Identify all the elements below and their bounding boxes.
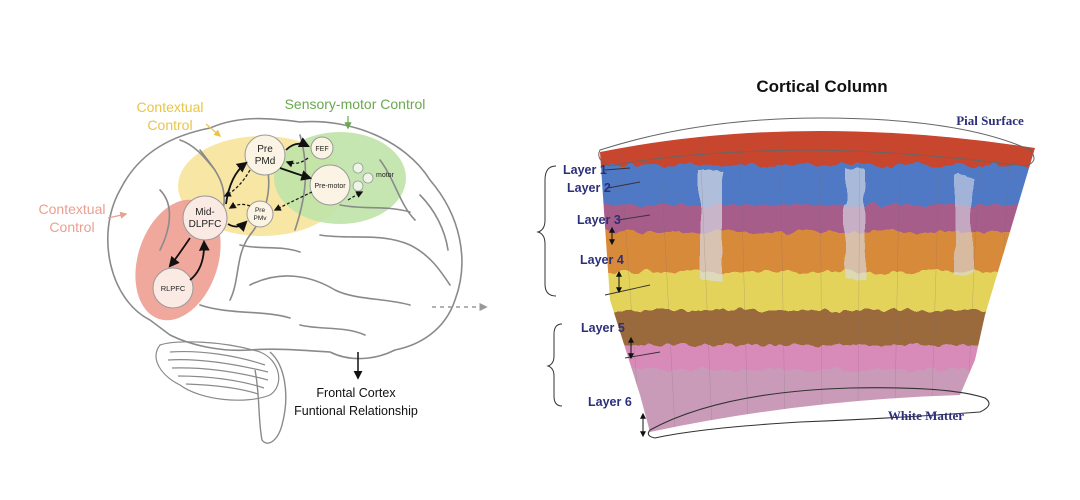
- brainstem: [254, 351, 287, 444]
- connection-arrows: [168, 137, 364, 281]
- node-pre-pmd: Pre PMd: [244, 134, 286, 176]
- node-rlpfc: RLPFC: [152, 267, 194, 309]
- white-matter-disc: [647, 387, 990, 439]
- label-contextual-left-line2: Control: [49, 219, 94, 235]
- layer-4-label: Layer 4: [580, 253, 624, 267]
- arrow-contextual-left: [107, 211, 128, 219]
- layer-1-label: Layer 1: [563, 163, 607, 177]
- node-premotor-label: Pre-motor: [314, 183, 346, 190]
- brace-lower-layers: [546, 323, 563, 407]
- cortical-column-figure: Cortical Column: [536, 77, 1035, 439]
- layer-3-label: Layer 3: [577, 213, 621, 227]
- node-pre-pmv-line2: PMv: [254, 215, 268, 222]
- node-fef-label: FEF: [315, 146, 328, 153]
- layer-thickness-arrows: [609, 226, 646, 438]
- node-fef: FEF: [310, 136, 334, 160]
- node-pre-pmv-line1: Pre: [255, 207, 266, 214]
- node-mid-dlpfc-line1: Mid-: [195, 207, 214, 218]
- brain-outline: [107, 117, 463, 360]
- pial-surface-label: Pial Surface: [956, 113, 1024, 128]
- pial-surface-disc: [598, 117, 1035, 167]
- column-title: Cortical Column: [756, 77, 887, 96]
- node-rlpfc-label: RLPFC: [161, 284, 186, 293]
- node-mid-dlpfc: Mid- DLPFC: [182, 195, 228, 241]
- node-pre-pmv: Pre PMv: [246, 200, 274, 228]
- label-sensory-motor: Sensory-motor Control: [285, 96, 426, 112]
- brain-diagram: Pre PMd FEF Pre-motor motor Mid- DLPFC P…: [39, 96, 463, 444]
- node-pre-pmd-line1: Pre: [257, 144, 273, 155]
- layer-6-label: Layer 6: [588, 395, 632, 409]
- label-contextual-top-line1: Contextual: [137, 99, 204, 115]
- brace-upper-layers: [536, 165, 557, 297]
- layer-5-label: Layer 5: [581, 321, 625, 335]
- label-contextual-top-line2: Control: [147, 117, 192, 133]
- node-mid-dlpfc-line2: DLPFC: [189, 219, 222, 230]
- layer-2-label: Layer 2: [567, 181, 611, 195]
- node-motor: motor: [352, 162, 395, 192]
- white-matter-label: White Matter: [888, 408, 964, 423]
- label-contextual-left-line1: Contextual: [39, 201, 106, 217]
- neuron-column-texture: [600, 130, 1035, 432]
- node-motor-label: motor: [376, 172, 395, 179]
- arrow-contextual-top: [205, 123, 222, 137]
- cerebellum: [155, 341, 280, 401]
- node-pre-pmd-line2: PMd: [255, 156, 276, 167]
- caption-line1: Frontal Cortex: [316, 386, 396, 400]
- node-premotor: Pre-motor: [309, 164, 351, 206]
- caption-line2: Funtional Relationship: [294, 404, 418, 418]
